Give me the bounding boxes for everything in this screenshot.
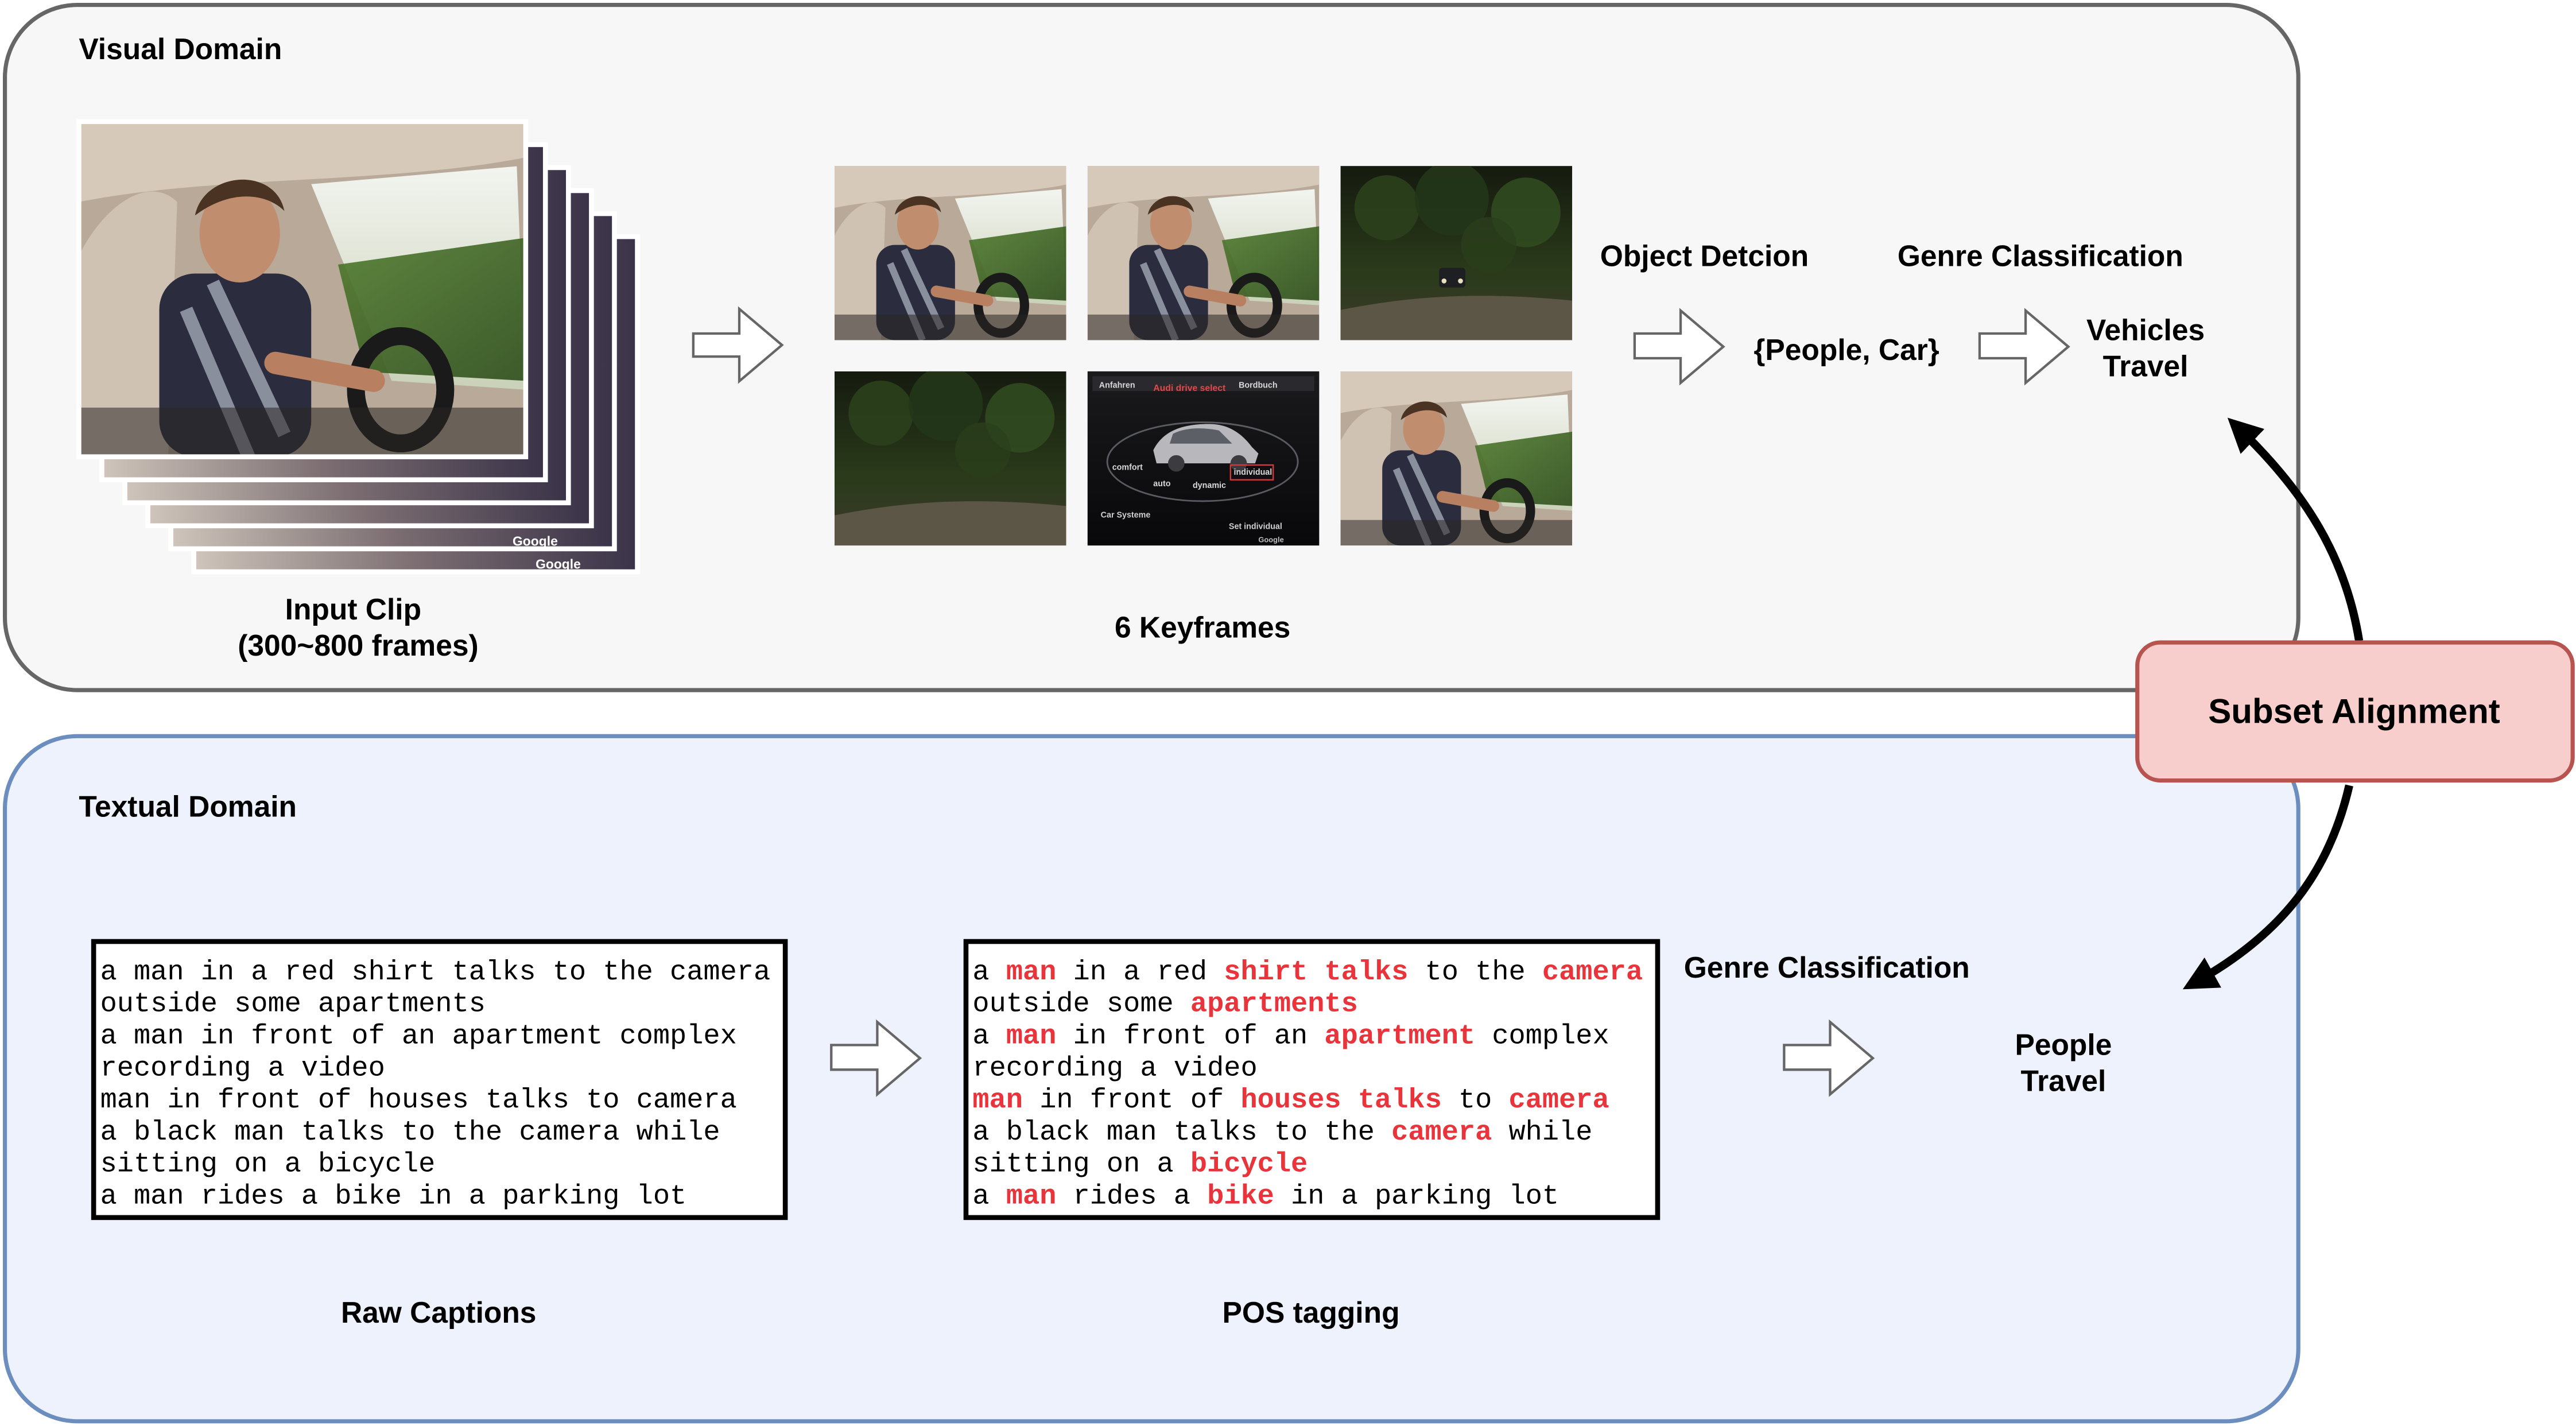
raw-caption-line: sitting on a bicycle (100, 1148, 436, 1180)
pos-plain-text: a (972, 1020, 1006, 1052)
pos-plain-text: rides a (1056, 1180, 1207, 1212)
pos-plain-text (1341, 1084, 1358, 1116)
screen-mode-auto: auto (1153, 479, 1170, 489)
input-clip-front-frame (79, 122, 526, 457)
pos-tagged-word: man (1006, 956, 1057, 988)
keyframe-6 (1341, 371, 1573, 545)
input-clip-label: Input Clip (285, 592, 421, 626)
raw-caption-line: outside some apartments (100, 988, 486, 1020)
visual-genre-result-2: Travel (2103, 349, 2189, 382)
keyframe-5-infotainment-screen: Anfahren Audi drive select Bordbuch comf… (1088, 371, 1320, 545)
pos-plain-text: in a red (1056, 956, 1224, 988)
pos-caption-line: sitting on a bicycle (972, 1148, 1308, 1180)
pos-caption-line: man in front of houses talks to camera (972, 1084, 1609, 1116)
screen-footer-left: Car Systeme (1101, 511, 1151, 520)
pos-tagged-word: camera (1509, 1084, 1609, 1116)
pos-tagged-word: talks (1358, 1084, 1442, 1116)
pos-plain-text: recording a video (972, 1052, 1257, 1084)
visual-domain-title: Visual Domain (79, 32, 282, 65)
pos-caption-line: a man in front of an apartment complex (972, 1020, 1609, 1052)
pos-tagging-label: POS tagging (1223, 1296, 1400, 1329)
textual-genre-result-2: Travel (2020, 1064, 2106, 1098)
keyframe-4 (835, 367, 1066, 545)
pos-plain-text: to the (1408, 956, 1542, 988)
pos-tagged-captions-box: a man in a red shirt talks to the camera… (966, 941, 1658, 1218)
raw-caption-line: a man rides a bike in a parking lot (100, 1180, 687, 1212)
raw-caption-line: recording a video (100, 1052, 385, 1084)
pos-plain-text: in a parking lot (1274, 1180, 1559, 1212)
subset-alignment-label: Subset Alignment (2208, 692, 2500, 730)
pos-caption-line: a man rides a bike in a parking lot (972, 1180, 1559, 1212)
raw-captions-box: a man in a red shirt talks to the camera… (94, 941, 785, 1218)
pos-plain-text: a (972, 956, 1006, 988)
stack-watermark: Google (536, 556, 581, 571)
raw-caption-line: a man in a red shirt talks to the camera (100, 956, 771, 988)
pos-tagged-word: apartments (1190, 988, 1358, 1020)
screen-mode-individual: individual (1234, 468, 1273, 477)
raw-caption-line: a black man talks to the camera while (100, 1116, 720, 1148)
pos-tagged-word: shirt (1224, 956, 1308, 988)
screen-menu-right: Bordbuch (1239, 381, 1278, 390)
pos-tagged-word: man (1006, 1020, 1057, 1052)
raw-caption-line: man in front of houses talks to camera (100, 1084, 737, 1116)
pos-plain-text: complex (1475, 1020, 1609, 1052)
pos-tagged-word: apartment (1324, 1020, 1475, 1052)
pos-tagged-word: bicycle (1190, 1148, 1308, 1180)
pos-caption-line: a black man talks to the camera while (972, 1116, 1592, 1148)
pos-plain-text: to (1442, 1084, 1509, 1116)
pos-caption-line: recording a video (972, 1052, 1257, 1084)
pos-tagged-word: camera (1542, 956, 1643, 988)
pos-plain-text: while (1492, 1116, 1592, 1148)
textual-domain-title: Textual Domain (79, 790, 297, 823)
pos-tagged-word: houses (1240, 1084, 1341, 1116)
pos-plain-text (1308, 956, 1324, 988)
screen-menu-left: Anfahren (1099, 381, 1135, 390)
pos-tagged-word: talks (1324, 956, 1408, 988)
visual-genre-heading: Genre Classification (1898, 239, 2183, 273)
raw-caption-line: a man in front of an apartment complex (100, 1020, 737, 1052)
pos-tagged-word: bike (1207, 1180, 1274, 1212)
keyframe-1 (835, 166, 1066, 340)
input-clip-frame-stack: Google Google (79, 122, 637, 572)
pos-plain-text: a (972, 1180, 1006, 1212)
object-detection-heading: Object Detcion (1600, 239, 1809, 273)
pos-plain-text: sitting on a (972, 1148, 1190, 1180)
pos-tagged-word: man (972, 1084, 1023, 1116)
input-clip-frame-count: (300~800 frames) (238, 629, 478, 662)
pos-plain-text: in front of an (1056, 1020, 1324, 1052)
pos-plain-text: a black man talks to the (972, 1116, 1391, 1148)
screen-mode-dynamic: dynamic (1193, 481, 1226, 490)
pos-plain-text: in front of (1023, 1084, 1240, 1116)
textual-genre-result-1: People (2015, 1028, 2112, 1061)
screen-watermark: Google (1258, 536, 1283, 544)
pos-tagged-word: camera (1391, 1116, 1492, 1148)
detected-objects: {People, Car} (1753, 333, 1939, 366)
raw-captions-label: Raw Captions (341, 1296, 537, 1329)
pos-tagged-word: man (1006, 1180, 1057, 1212)
pos-plain-text: outside some (972, 988, 1190, 1020)
screen-menu-mid: Audi drive select (1153, 383, 1226, 393)
pos-caption-line: a man in a red shirt talks to the camera (972, 956, 1643, 988)
pos-caption-line: outside some apartments (972, 988, 1357, 1020)
keyframes-label: 6 Keyframes (1115, 611, 1290, 644)
screen-mode-comfort: comfort (1112, 463, 1143, 472)
screen-footer-right: Set individual (1229, 522, 1282, 532)
visual-genre-result-1: Vehicles (2086, 313, 2205, 346)
keyframe-3 (1341, 161, 1573, 340)
textual-genre-heading: Genre Classification (1684, 951, 1970, 984)
keyframe-2 (1088, 166, 1320, 340)
stack-watermark: Google (513, 533, 558, 548)
